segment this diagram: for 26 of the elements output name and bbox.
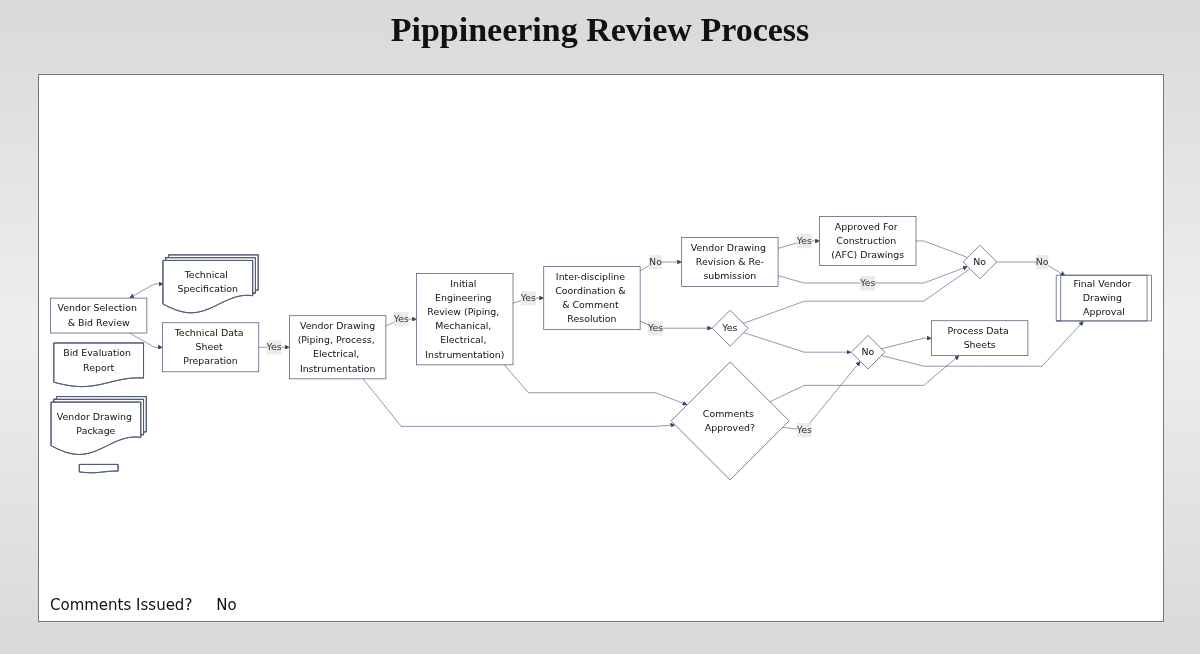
diagram-title: Pippineering Review Process bbox=[389, 10, 811, 50]
node-box: Vendor Drawing (Piping, Process, Electrical, Instrumentation bbox=[289, 315, 387, 380]
edge-label: Yes bbox=[796, 423, 812, 435]
edge-label: Yes bbox=[393, 313, 409, 325]
node-box: Inter-discipline Coordination & & Comment Resolution bbox=[543, 266, 641, 330]
node-box: Approved For Construction (AFC) Drawings bbox=[819, 215, 917, 266]
note-text: No bbox=[216, 596, 237, 614]
edge-label: Yes bbox=[796, 234, 812, 246]
connector bbox=[915, 240, 968, 258]
edge-label: Yes bbox=[520, 291, 536, 304]
node-diamond: Yes bbox=[711, 309, 749, 347]
node-box: Technical Data Sheet Preparation bbox=[162, 322, 260, 372]
connector bbox=[742, 268, 971, 324]
note-text: Comments Issued? bbox=[50, 596, 193, 614]
node-diamond: Comments Approved? bbox=[670, 361, 790, 481]
edge-label: No bbox=[1035, 255, 1049, 267]
edge-label: Yes bbox=[860, 276, 876, 289]
node-box: Vendor Selection & Bid Review bbox=[50, 297, 148, 334]
edge-label: No bbox=[649, 255, 662, 267]
node-diamond: No bbox=[962, 244, 998, 279]
edge-label: Yes bbox=[266, 341, 282, 353]
node-box: Process Data Sheets bbox=[931, 320, 1029, 356]
node-box: Initial Engineering Review (Piping, Mechanical, Electrical, Instrumentation) bbox=[416, 272, 514, 366]
edge-label: Yes bbox=[647, 322, 664, 334]
node-diamond: No bbox=[850, 334, 886, 370]
node-box: Vendor Drawing Revision & Re-submission bbox=[681, 236, 779, 287]
